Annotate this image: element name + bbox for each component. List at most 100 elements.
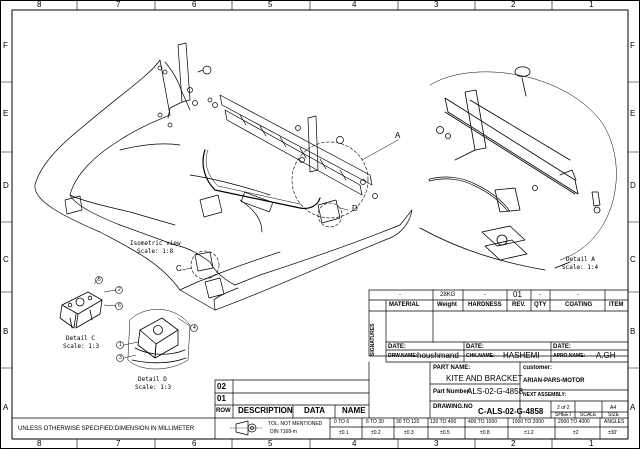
bracket-leg-left [177, 42, 191, 103]
col-label-2-bottom: 2 [511, 439, 516, 448]
balloon-3: 3 [119, 355, 122, 361]
tol-value-2: ±0.3 [404, 430, 414, 436]
row-label-e-right: E [630, 109, 636, 118]
row-label-c: C [3, 255, 9, 264]
row-label-d: D [3, 181, 9, 190]
bom-header-material: MATERIAL [389, 302, 420, 308]
signatures-label: SIGNATURES [370, 323, 376, 356]
hood-panel [34, 59, 413, 311]
col-label-8: 8 [37, 0, 42, 9]
col-label-4: 4 [352, 0, 357, 9]
drw-name-value: houshmand [417, 351, 459, 360]
bom-header-weight: Weight [437, 302, 457, 308]
detail-circle-c [190, 250, 220, 280]
tol-value-0: ±0.1 [339, 430, 349, 436]
detail-label-d: D [352, 204, 358, 213]
bom-header-qty: QTY [534, 302, 547, 308]
tol-range-4: 400 TO 1000 [468, 419, 498, 425]
col-label-6: 6 [192, 0, 197, 9]
part-name-label: PART NAME: [433, 365, 471, 371]
col-label-4-bottom: 4 [352, 439, 357, 448]
bom-weight-value: 28KG [440, 292, 456, 298]
size-label: SIZE [608, 412, 620, 418]
bracket-rail [219, 94, 373, 186]
col-label-7: 7 [116, 0, 121, 9]
detail-a-title: Detail A [566, 256, 595, 263]
sheet-label: SHEET [555, 412, 572, 418]
row-label-d-right: D [630, 181, 636, 190]
inner-border [11, 9, 629, 440]
bom-rev-value: 01 [513, 290, 522, 299]
tol-range-6: 2000 TO 4000 [558, 419, 590, 425]
col-label-1-bottom: 1 [589, 439, 594, 448]
balloon-4: 4 [193, 325, 196, 331]
tol-range-7: ANGLES [604, 419, 625, 425]
bom-header-hardness: HARDNESS [468, 302, 502, 308]
row-label-f-right: F [630, 41, 635, 50]
customer-label: customer: [523, 365, 553, 371]
detail-label-c: C [176, 264, 182, 273]
col-label-6-bottom: 6 [192, 439, 197, 448]
tube [202, 149, 321, 210]
scale-label: SCALE [580, 412, 597, 418]
tolerance-note: TOL. NOT MENTIONED [268, 421, 323, 427]
col-label-2: 2 [511, 0, 516, 9]
sheet-value: 2 of 2 [557, 405, 570, 411]
revision-data-label: DATA [304, 406, 326, 415]
bracket-leg-right [307, 115, 319, 173]
tol-value-5: ±1.2 [524, 430, 534, 436]
customer-value: ARIAN-PARS-MOTOR [523, 378, 585, 384]
tol-value-7: ±30' [608, 430, 618, 436]
chk-name-label: CHK.NAME: [466, 353, 495, 359]
tol-value-4: ±0.8 [480, 430, 490, 436]
size-value: A4 [610, 405, 617, 411]
row-label-a: A [3, 403, 9, 412]
col-label-3-bottom: 3 [434, 439, 439, 448]
part-number-label: Part Number: [433, 389, 472, 395]
tol-range-2: 30 TO 120 [396, 419, 420, 425]
revision-row-01: 01 [217, 394, 226, 403]
tol-range-5: 1000 TO 2000 [512, 419, 544, 425]
tol-range-1: 6 TO 30 [366, 419, 384, 425]
detail-circle-a [291, 141, 369, 219]
title-block-lines [11, 289, 629, 440]
part-number-value: ALS-02-G-4858 [467, 387, 524, 396]
revision-row-02: 02 [217, 382, 226, 391]
detail-label-a: A [395, 131, 401, 140]
row-label-c-right: C [630, 255, 636, 264]
col-label-5: 5 [268, 0, 273, 9]
tol-range-0: 0 TO 6 [334, 419, 350, 425]
apro-name-label: APRO.NAME: [553, 353, 586, 359]
date-label-apro: DATE: [553, 344, 571, 350]
tolerance-standard: DIN 7168-m [270, 429, 297, 435]
isometric-view-scale: Scale: 1:8 [137, 248, 174, 255]
col-label-1: 1 [589, 0, 594, 9]
tol-value-3: ±0.5 [440, 430, 450, 436]
detail-a-view [419, 66, 617, 271]
bom-header-item: ITEM [609, 302, 624, 308]
col-label-3: 3 [434, 0, 439, 9]
drw-name-label: DRW.NAME: [388, 353, 418, 359]
drawing-no-label: DRAWING.NO [433, 404, 473, 410]
balloon-2: 2 [118, 287, 121, 293]
balloon-6: 6 [118, 303, 121, 309]
apro-name-value: A.GH [596, 351, 616, 360]
col-label-7-bottom: 7 [116, 439, 121, 448]
bom-material-value: - [399, 292, 401, 298]
bom-qty-value: - [539, 292, 541, 298]
detail-a-scale: Scale: 1:4 [562, 264, 599, 271]
bom-coating-value: - [577, 292, 579, 298]
detail-d-scale: Scale: 1:3 [135, 384, 172, 391]
row-label-a-right: A [630, 403, 636, 412]
bom-header-rev: REV. [512, 302, 526, 308]
drawing-no-value: C-ALS-02-G-4858 [478, 407, 544, 416]
bom-hardness-value: - [484, 292, 486, 298]
revision-row-label: ROW [216, 408, 231, 414]
detail-c-view [59, 277, 117, 329]
isometric-view-title: Isometric view [130, 240, 181, 247]
tol-range-3: 120 TO 400 [430, 419, 457, 425]
row-label-f: F [3, 41, 8, 50]
chk-name-value: HASHEMI [503, 351, 540, 360]
